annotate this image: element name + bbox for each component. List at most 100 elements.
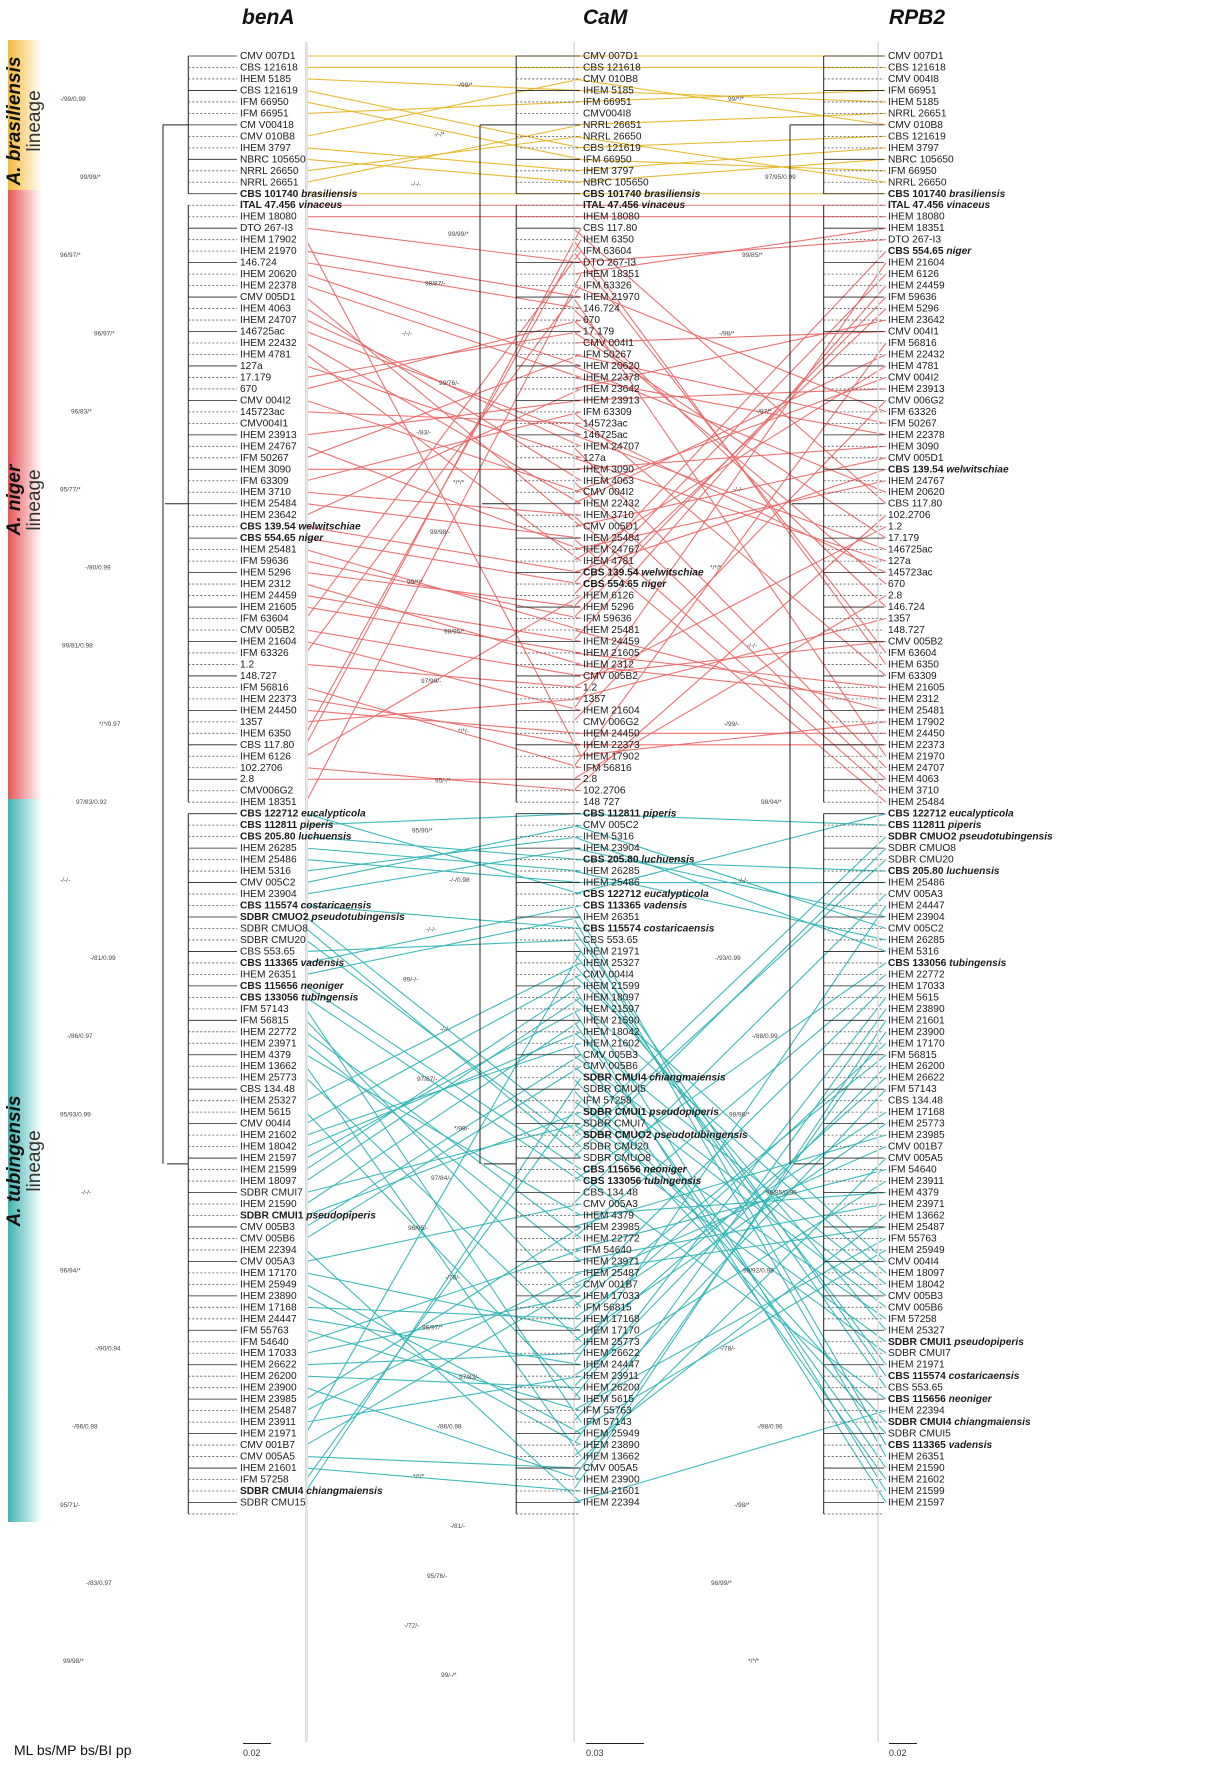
tip-connector [572,1020,887,1492]
tip-label: IHEM 3797 [583,166,634,177]
tip-connector [572,1008,887,1446]
tip-connector [572,1123,887,1343]
tip-label: CBS 133056 tubingensis [240,992,359,1003]
tip-label: IHEM 23900 [583,1475,640,1486]
tip-label: IHEM 23913 [583,395,640,406]
tip-label: IFM 63326 [583,281,632,292]
tip-connector [305,916,582,975]
tip-label: 2.8 [240,774,254,785]
tip-label: 146.724 [888,602,925,613]
tip-connector [572,721,887,757]
tip-connector [305,595,582,643]
tip-label: SDBR CMUI7 [583,1119,646,1130]
support-value: 98/99/* [711,1580,732,1587]
tip-connector [305,698,582,723]
tip-connector [572,617,887,700]
tip-label: IHEM 18097 [240,1176,297,1187]
tip-connector [572,836,887,1136]
tip-connector [572,227,887,505]
tip-connector [305,399,582,436]
tip-connector [572,158,887,183]
tip-label: CMV 005A3 [583,1199,638,1210]
tip-label: CMV 005B3 [240,1222,295,1233]
tip-connector [572,813,887,826]
tip-label: ITAL 47.456 vinaceus [583,200,685,211]
tip-label: IHEM 24707 [240,315,297,326]
support-value: 98/94/* [761,799,782,806]
support-value: -/98/0.96 [757,1424,783,1431]
tip-connector [305,1249,582,1503]
tip-label: IHEM 20620 [240,269,297,280]
tip-label: IFM 57143 [888,1084,937,1095]
support-value: 95/71/- [60,1502,80,1509]
tip-label: IHEM 13662 [888,1210,945,1221]
RPB2-title: RPB2 [889,6,946,29]
tip-connector [305,365,582,459]
tip-label: 102.2706 [240,763,283,774]
support-value: 99/98/* [63,1658,84,1665]
tip-label: CM V00418 [240,120,294,131]
tip-label: IHEM 25949 [888,1245,945,1256]
tip-connector [572,273,887,596]
tip-label: IHEM 6126 [583,591,634,602]
tip-connector [572,330,887,344]
tip-label: IFM 57143 [583,1417,632,1428]
benA-title: benA [242,6,295,29]
support-value: -/98/* [734,1502,750,1509]
tip-connector [305,1295,582,1354]
tip-connector [305,491,582,516]
tip-connector [305,629,582,677]
tip-label: CBS 117.80 [583,223,638,234]
support-value: -/83/0.97 [86,1580,112,1587]
tip-connector [305,227,582,746]
tip-label: 670 [240,384,257,395]
tip-label: IHEM 3797 [888,143,939,154]
tip-connector [305,904,582,930]
tip-label: 1.2 [888,522,902,533]
support-value: -/86/0.98 [436,1424,462,1431]
tip-label: IHEM 25773 [888,1119,945,1130]
tip-label: SDBR CMU20 [240,935,306,946]
tip-label: 148.727 [240,671,277,682]
tip-label: IFM 63326 [888,407,937,418]
tip-label: IHEM 25949 [583,1429,640,1440]
tip-label: CMV 005B6 [240,1233,295,1244]
tip-label: IHEM 21599 [240,1165,297,1176]
tip-label: IHEM 13662 [583,1452,640,1463]
tip-label: IFM 66951 [583,97,632,108]
support-value: 99/81/0.98 [62,643,93,650]
tip-label: IHEM 23911 [583,1371,639,1382]
tip-label: IHEM 4379 [888,1188,939,1199]
tip-label: CBS 553.65 [583,935,638,946]
tip-connector [305,1467,582,1492]
support-value: 98/92/0.98 [743,1267,774,1274]
tip-label: IFM 56815 [583,1302,632,1313]
tip-label: IHEM 26200 [583,1383,640,1394]
tip-label: SDBR CMU20 [583,1142,649,1153]
tip-label: IHEM 24459 [583,636,640,647]
tip-connector [572,1410,887,1504]
support-value: -/-/- [60,877,70,884]
tip-label: IFM 57258 [240,1475,289,1486]
tip-label: IHEM 21971 [888,1360,945,1371]
tip-label: 670 [583,315,600,326]
tip-label: IHEM 24447 [240,1314,297,1325]
tip-label: CBS 113365 vadensis [583,901,688,912]
support-value: 99/99/* [448,231,469,238]
tip-label: IHEM 5316 [240,866,291,877]
tip-label: IHEM 22772 [888,969,945,980]
tip-label: IHEM 23904 [240,889,297,900]
tip-label: IHEM 3797 [240,143,291,154]
support-value: -/-/- [733,487,743,494]
support-value: 99/*/* [728,96,744,103]
tip-label: SDBR CMUO2 pseudotubingensis [240,912,405,923]
tip-label: IHEM 23900 [240,1383,297,1394]
tip-label: IHEM 22378 [240,281,297,292]
tip-connector [572,824,887,930]
tip-label: IHEM 17168 [583,1314,640,1325]
tip-connector [572,939,887,1388]
tip-label: IHEM 3090 [888,441,939,452]
tip-connector [572,353,887,424]
support-value: 99/76/- [439,380,459,387]
